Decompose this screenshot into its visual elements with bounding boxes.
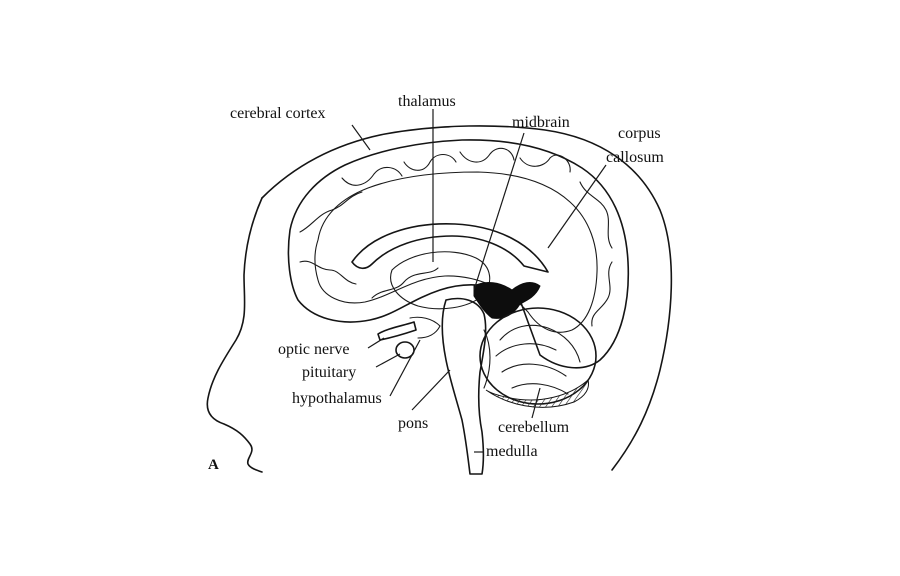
label-corpus: corpus <box>618 125 661 142</box>
panel-letter: A <box>208 457 219 473</box>
white-matter <box>314 171 598 333</box>
label-cerebral-cortex: cerebral cortex <box>230 105 325 122</box>
midbrain-region <box>473 282 541 319</box>
label-thalamus: thalamus <box>398 93 456 110</box>
label-midbrain: midbrain <box>512 114 570 131</box>
label-optic-nerve: optic nerve <box>278 341 350 358</box>
label-pons: pons <box>398 415 428 432</box>
corpus-callosum <box>351 223 549 273</box>
leader-lines <box>351 109 607 453</box>
hypothalamus-shape <box>409 316 441 339</box>
face-profile <box>206 197 263 473</box>
cerebellum-hatch <box>485 379 589 408</box>
label-medulla: medulla <box>486 443 538 460</box>
label-cerebellum: cerebellum <box>498 419 570 436</box>
cerebrum-outline <box>287 139 630 369</box>
head-outline <box>261 125 673 471</box>
label-hypothalamus: hypothalamus <box>292 390 382 407</box>
cerebellum-folia <box>495 324 581 395</box>
gyri <box>299 147 613 327</box>
label-callosum: callosum <box>606 149 664 166</box>
optic-nerve-shape <box>377 321 417 341</box>
label-pituitary: pituitary <box>302 364 356 381</box>
brainstem <box>441 297 487 475</box>
